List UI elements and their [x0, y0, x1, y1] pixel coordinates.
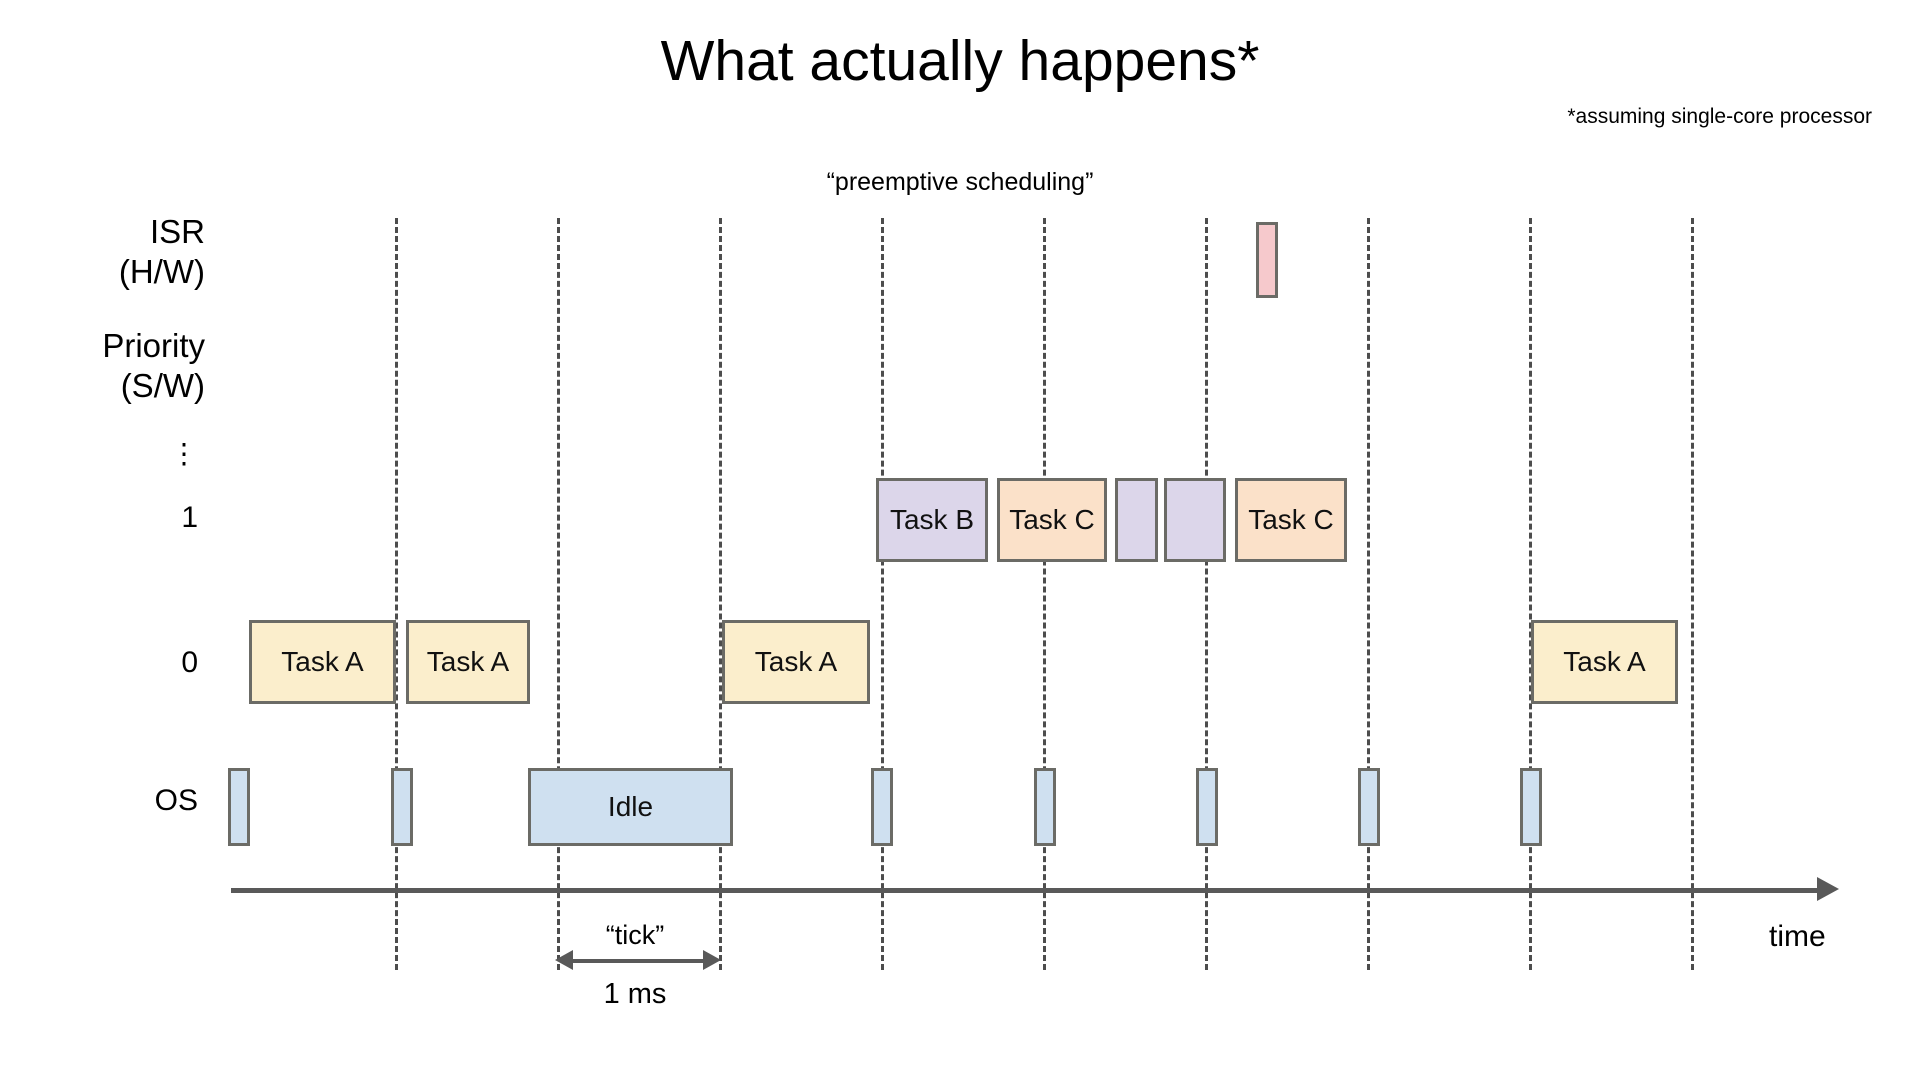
task-block-label: Task C — [1009, 504, 1095, 535]
row-label-priority-line2: (S/W) — [120, 367, 205, 405]
row-label-os: OS — [154, 784, 198, 817]
task-block-label: Task A — [426, 646, 510, 677]
task-block-unlabeled-4[interactable] — [1164, 478, 1226, 562]
row-label-priority-line1: Priority — [102, 327, 205, 364]
task-block-task-a-6[interactable]: Task A — [249, 620, 396, 704]
task-block-task-c-5[interactable]: Task C — [1235, 478, 1347, 562]
row-label-isr-line2: (H/W) — [118, 253, 205, 291]
tick-gridline-8 — [1691, 218, 1694, 970]
row-label-priority: Priority (S/W) — [0, 326, 205, 407]
task-block-label: Task A — [1563, 646, 1646, 677]
tick-gridline-4 — [1043, 218, 1046, 970]
tick-gridline-7 — [1529, 218, 1532, 970]
task-block-label: Task A — [281, 646, 364, 677]
tick-gridline-5 — [1205, 218, 1208, 970]
task-block-unlabeled-15[interactable] — [1196, 768, 1218, 846]
time-axis-arrowhead — [1817, 877, 1839, 901]
tick-gridline-0 — [395, 218, 398, 970]
task-block-unlabeled-11[interactable] — [391, 768, 413, 846]
tick-annotation-label: “tick” — [605, 920, 665, 950]
task-block-unlabeled-13[interactable] — [871, 768, 893, 846]
row-label-priority-0: 0 — [181, 646, 198, 679]
tick-arrow-right — [703, 950, 721, 970]
tick-gridline-6 — [1367, 218, 1370, 970]
tick-gridline-3 — [881, 218, 884, 970]
task-block-label: Idle — [607, 791, 654, 822]
tick-duration-label: 1 ms — [603, 978, 667, 1010]
task-block-unlabeled-0[interactable] — [1256, 222, 1278, 298]
task-block-task-a-7[interactable]: Task A — [406, 620, 530, 704]
row-label-priority-1: 1 — [181, 501, 198, 534]
task-block-task-a-9[interactable]: Task A — [1531, 620, 1678, 704]
tick-gridline-1 — [557, 218, 560, 970]
time-axis-line — [231, 888, 1819, 893]
tick-measure-line — [562, 959, 710, 963]
row-label-isr-line1: ISR — [149, 213, 205, 250]
task-block-unlabeled-10[interactable] — [228, 768, 250, 846]
task-block-unlabeled-14[interactable] — [1034, 768, 1056, 846]
task-block-label: Task A — [754, 646, 838, 677]
task-block-label: Task C — [1248, 504, 1334, 535]
tick-gridline-2 — [719, 218, 722, 970]
preemptive-scheduling-annotation: “preemptive scheduling” — [826, 168, 1094, 196]
task-block-task-c-2[interactable]: Task C — [997, 478, 1107, 562]
task-block-unlabeled-17[interactable] — [1520, 768, 1542, 846]
page-title: What actually happens* — [660, 29, 1260, 93]
task-block-task-b-1[interactable]: Task B — [876, 478, 988, 562]
row-label-isr: ISR (H/W) — [0, 212, 205, 293]
task-block-unlabeled-3[interactable] — [1115, 478, 1158, 562]
time-axis-label: time — [1769, 920, 1826, 953]
row-label-ellipsis: ⋮ — [170, 438, 198, 469]
footnote-text: *assuming single-core processor — [1567, 105, 1872, 128]
task-block-label: Task B — [889, 504, 975, 535]
task-block-unlabeled-16[interactable] — [1358, 768, 1380, 846]
task-block-task-a-8[interactable]: Task A — [722, 620, 870, 704]
task-block-idle-12[interactable]: Idle — [528, 768, 733, 846]
